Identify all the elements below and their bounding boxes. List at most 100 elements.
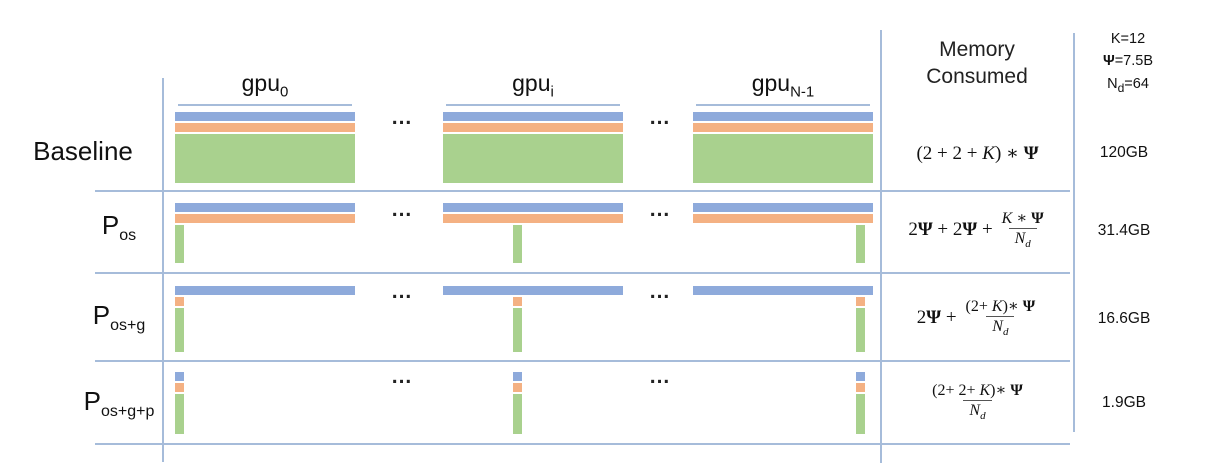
fraction-numerator: K ∗ Ψ: [1001, 209, 1044, 227]
row-label-posgp: Pos+g+p: [58, 386, 180, 421]
green-bar: [175, 134, 355, 183]
formula-posg-prefix: 2Ψ +: [916, 307, 957, 328]
posgp-gpui-bars: [443, 372, 623, 434]
fraction: (2+ K)∗ Ψ Nd: [963, 297, 1039, 340]
denominator-base: N: [1014, 229, 1026, 247]
row-label-posgp-text: P: [83, 386, 101, 416]
green-bar-shard: [856, 308, 865, 352]
memory-consumed-header: Memory Consumed: [888, 36, 1066, 91]
posgp-gpu0-bars: [175, 372, 355, 434]
gpu0-label-base: gpu: [241, 70, 281, 96]
orange-bar: [175, 214, 355, 223]
green-bar-shard: [175, 308, 184, 352]
ellipsis: ...: [649, 365, 671, 388]
baseline-gpu0-bars: [175, 112, 355, 183]
green-bar-shard: [856, 225, 865, 263]
formula-posg: 2Ψ + (2+ K)∗ Ψ Nd: [885, 292, 1070, 344]
ellipsis: ...: [391, 280, 413, 303]
row-label-posg-sub: os+g: [110, 317, 146, 335]
denominator-sub: d: [1025, 238, 1031, 251]
memory-column-divider-line: [880, 30, 882, 463]
pos-gpu0-bars: [175, 203, 355, 263]
orange-bar-shard: [856, 383, 865, 392]
orange-bar-shard: [175, 297, 184, 306]
row-divider-4: [95, 443, 1070, 445]
fraction-numerator: (2+ 2+ K)∗ Ψ: [932, 381, 1023, 399]
orange-bar-shard: [175, 383, 184, 392]
fraction-denominator: Nd: [1008, 227, 1037, 251]
constant-psi: Ψ=7.5B: [1078, 50, 1178, 72]
posg-gpui-bars: [443, 286, 623, 352]
fraction-numerator: (2+ K)∗ Ψ: [965, 297, 1036, 315]
gpun-label-base: gpu: [751, 70, 791, 96]
row-divider-2: [95, 272, 1070, 274]
formula-baseline: (2 + 2 + K) ∗ Ψ: [885, 140, 1070, 166]
fraction: (2+ 2+ K)∗ Ψ Nd: [929, 381, 1026, 424]
constant-nd-rest: =64: [1124, 75, 1149, 92]
green-bar-shard: [175, 225, 184, 263]
row-label-posg: Pos+g: [58, 300, 180, 335]
constant-k: K=12: [1110, 31, 1146, 47]
denominator-base: N: [992, 317, 1003, 335]
row-label-baseline: Baseline: [12, 136, 154, 171]
blue-bar: [693, 112, 873, 121]
posg-gpun-bars: [693, 286, 873, 352]
gpun-label-sub: N-1: [790, 83, 815, 101]
row-label-pos: Pos: [58, 210, 180, 245]
formula-pos-prefix: 2Ψ + 2Ψ +: [908, 219, 993, 240]
blue-bar-shard: [513, 372, 522, 381]
gpui-label-base: gpu: [512, 70, 551, 96]
constant-nd-base: N: [1107, 75, 1118, 92]
constant-nd-sub: d: [1117, 80, 1125, 95]
blue-bar-shard: [175, 372, 184, 381]
green-bar-shard: [513, 394, 522, 434]
orange-bar: [693, 214, 873, 223]
fraction: K ∗ Ψ Nd: [999, 209, 1047, 252]
denominator-base: N: [969, 401, 981, 419]
row-label-pos-sub: os: [119, 227, 137, 245]
gpun-underline: [696, 104, 870, 106]
gpui-underline: [446, 104, 620, 106]
memory-header-line1: Memory: [939, 38, 1015, 61]
gpui-label-sub: i: [550, 83, 554, 101]
green-bar: [693, 134, 873, 183]
constant-nd: Nd=64: [1078, 73, 1178, 98]
blue-bar: [443, 112, 623, 121]
row-label-posg-text: P: [92, 300, 111, 330]
orange-bar: [175, 123, 355, 132]
baseline-gpun-bars: [693, 112, 873, 183]
blue-bar: [175, 112, 355, 121]
gpun-label: gpuN-1: [693, 70, 873, 101]
gpu0-label: gpu0: [175, 70, 355, 101]
memory-value-posgp: 1.9GB: [1102, 394, 1146, 411]
gpu0-label-sub: 0: [280, 83, 289, 101]
ellipsis: ...: [391, 365, 413, 388]
orange-bar-shard: [513, 297, 522, 306]
row-divider-3: [95, 360, 1070, 362]
fraction-denominator: Nd: [963, 399, 992, 423]
row-label-posgp-sub: os+g+p: [100, 403, 155, 421]
blue-bar: [443, 286, 623, 295]
memory-header-line2: Consumed: [926, 65, 1028, 89]
row-label-baseline-text: Baseline: [33, 136, 133, 166]
green-bar-shard: [513, 308, 522, 352]
orange-bar-shard: [856, 297, 865, 306]
constant-psi-text: Ψ=7.5B: [1102, 53, 1154, 70]
ellipsis: ...: [649, 106, 671, 129]
orange-bar: [693, 123, 873, 132]
orange-bar: [443, 214, 623, 223]
memory-value-pos: 31.4GB: [1097, 222, 1151, 239]
baseline-gpui-bars: [443, 112, 623, 183]
blue-bar: [175, 203, 355, 212]
formula-baseline-text: (2 + 2 + K) ∗ Ψ: [916, 142, 1039, 164]
left-divider-line: [162, 78, 164, 462]
gpui-label: gpui: [443, 70, 623, 101]
denominator-sub: d: [980, 410, 986, 423]
orange-bar: [443, 123, 623, 132]
fraction-denominator: Nd: [986, 315, 1015, 339]
blue-bar: [175, 286, 355, 295]
blue-bar: [443, 203, 623, 212]
posg-gpu0-bars: [175, 286, 355, 352]
formula-pos: 2Ψ + 2Ψ + K ∗ Ψ Nd: [885, 204, 1070, 256]
